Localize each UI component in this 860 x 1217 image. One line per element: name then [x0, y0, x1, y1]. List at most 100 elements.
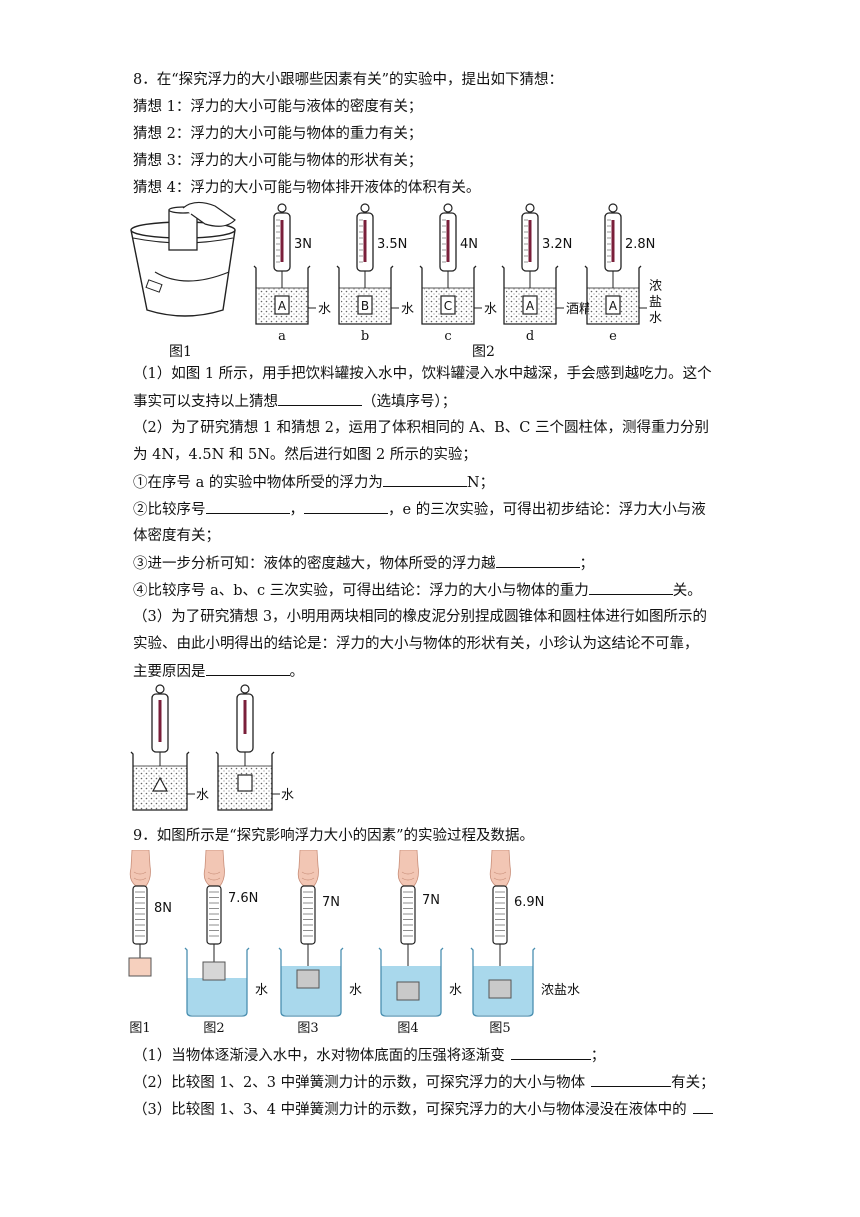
beaker: [378, 947, 444, 1017]
spring-scale: [492, 885, 508, 945]
answer-blank[interactable]: [205, 499, 290, 514]
liquid-label: 浓盐水: [541, 983, 580, 998]
scale-reading: 3N: [294, 237, 312, 252]
cylinder-block: [237, 774, 253, 792]
hand-icon: [297, 850, 319, 887]
q8-part2-line2: 为 4N，4.5N 和 5N。然后进行如图 2 所示的实验；: [133, 447, 477, 463]
beaker: [584, 265, 642, 325]
q8-part3: （3）为了研究猜想 3，小明用两块相同的橡皮泥分别捏成圆锥体和圆柱体进行如图所示…: [133, 609, 708, 625]
q8-guess-1: 猜想 1：浮力的大小可能与液体的密度有关；: [133, 99, 423, 115]
q9-intro: 9．如图所示是“探究影响浮力大小的因素”的实验过程及数据。: [133, 828, 535, 844]
test-block: [488, 979, 512, 999]
figure-label: 图4: [397, 1021, 418, 1036]
q8-part1: （1）如图 1 所示，用手把饮料罐按入水中，饮料罐浸入水中越深，手会感到越吃力。…: [133, 366, 712, 382]
q8-sub3: ③进一步分析可知：液体的密度越大，物体所受的浮力越；: [133, 553, 594, 574]
answer-blank[interactable]: [278, 391, 362, 406]
answer-blank[interactable]: [495, 553, 580, 568]
hook-ring: [360, 203, 370, 213]
beaker: [253, 265, 311, 325]
q8-guess-4: 猜想 4：浮力的大小可能与物体排开液体的体积有关。: [133, 180, 481, 196]
answer-blank[interactable]: [304, 499, 388, 514]
answer-blank[interactable]: [692, 1099, 713, 1114]
setup-letter: d: [526, 329, 534, 344]
q8-guess-2: 猜想 2：浮力的大小可能与物体的重力有关；: [133, 126, 423, 142]
q9-part2: （2）比较图 1、2、3 中弹簧测力计的示数，可探究浮力的大小与物体有关；: [133, 1072, 715, 1093]
q8-shape-figure: 水 水: [130, 684, 294, 811]
setup-letter: c: [444, 329, 451, 344]
beaker: [130, 751, 190, 811]
spring-scale: [132, 885, 148, 945]
cylinder-block: [274, 295, 290, 315]
liquid-label: 水: [349, 983, 362, 998]
block-letter: C: [444, 299, 452, 313]
spring-scale: [206, 885, 222, 945]
test-block: [396, 981, 420, 1001]
beaker: [470, 947, 536, 1017]
beaker: [336, 265, 394, 325]
cylinder-block: [522, 295, 538, 315]
liquid-label: 水: [281, 788, 294, 803]
scale-reading: 7.6N: [228, 891, 258, 906]
spring-scale: [300, 885, 316, 945]
scale-reading: 8N: [154, 901, 172, 916]
liquid-label: 水: [449, 983, 462, 998]
figure-label: 图5: [489, 1021, 510, 1036]
scale-reading: 6.9N: [514, 895, 544, 910]
hook-ring: [443, 203, 453, 213]
liquid-label: 水: [401, 302, 414, 317]
liquid-label: 水: [196, 788, 209, 803]
scale-reading: 3.5N: [377, 237, 407, 252]
beaker: [501, 265, 559, 325]
liquid-label: 水: [318, 302, 331, 317]
liquid-label: 浓: [649, 279, 662, 294]
cylinder-block: [357, 295, 373, 315]
q8-guess-3: 猜想 3：浮力的大小可能与物体的形状有关；: [133, 153, 423, 169]
answer-blank[interactable]: [510, 1045, 591, 1060]
q8-part1-line2: 事实可以支持以上猜想（选填序号）；: [133, 391, 456, 412]
q8-fig1-label: 图1: [169, 344, 192, 360]
figure-label: 图3: [297, 1021, 318, 1036]
hook-ring: [277, 203, 287, 213]
hook-ring: [525, 203, 535, 213]
liquid-label: 水: [484, 302, 497, 317]
answer-blank[interactable]: [588, 580, 673, 595]
q8-part3-line3: 主要原因是。: [133, 661, 304, 682]
scale-reading: 4N: [460, 237, 478, 252]
cylinder-block: [605, 295, 621, 315]
fig2-setup-c: 4N Cc 水: [419, 203, 497, 344]
block-letter: A: [526, 299, 535, 313]
cylinder-block: [440, 295, 456, 315]
liquid-label: 水: [255, 983, 268, 998]
q9-part1: （1）当物体逐渐浸入水中，水对物体底面的压强将逐渐变；: [133, 1045, 605, 1066]
answer-blank[interactable]: [591, 1072, 672, 1087]
hand-icon: [203, 850, 225, 887]
q8-sub2: ②比较序号，，e 的三次实验，可得出初步结论：浮力大小与液: [133, 499, 706, 520]
beaker: [419, 265, 477, 325]
answer-blank[interactable]: [205, 661, 290, 676]
hand-icon: [397, 850, 419, 887]
q8-intro: 8．在“探究浮力的大小跟哪些因素有关”的实验中，提出如下猜想：: [133, 72, 564, 88]
bucket-figure: [130, 201, 236, 317]
hand-icon: [489, 850, 511, 887]
beaker: [184, 947, 250, 1017]
setup-letter: b: [361, 329, 369, 344]
answer-blank[interactable]: [382, 472, 467, 487]
q8-sub4: ④比较序号 a、b、c 三次实验，可得出结论：浮力的大小与物体的重力关。: [133, 580, 702, 601]
beaker: [278, 947, 344, 1017]
q9-part3: （3）比较图 1、3、4 中弹簧测力计的示数，可探究浮力的大小与物体浸没在液体中…: [133, 1099, 713, 1120]
scale-reading: 3.2N: [542, 237, 572, 252]
setup-letter: a: [278, 329, 286, 344]
liquid-label: 水: [649, 311, 662, 326]
test-block: [128, 957, 152, 977]
liquid: [187, 978, 247, 1015]
